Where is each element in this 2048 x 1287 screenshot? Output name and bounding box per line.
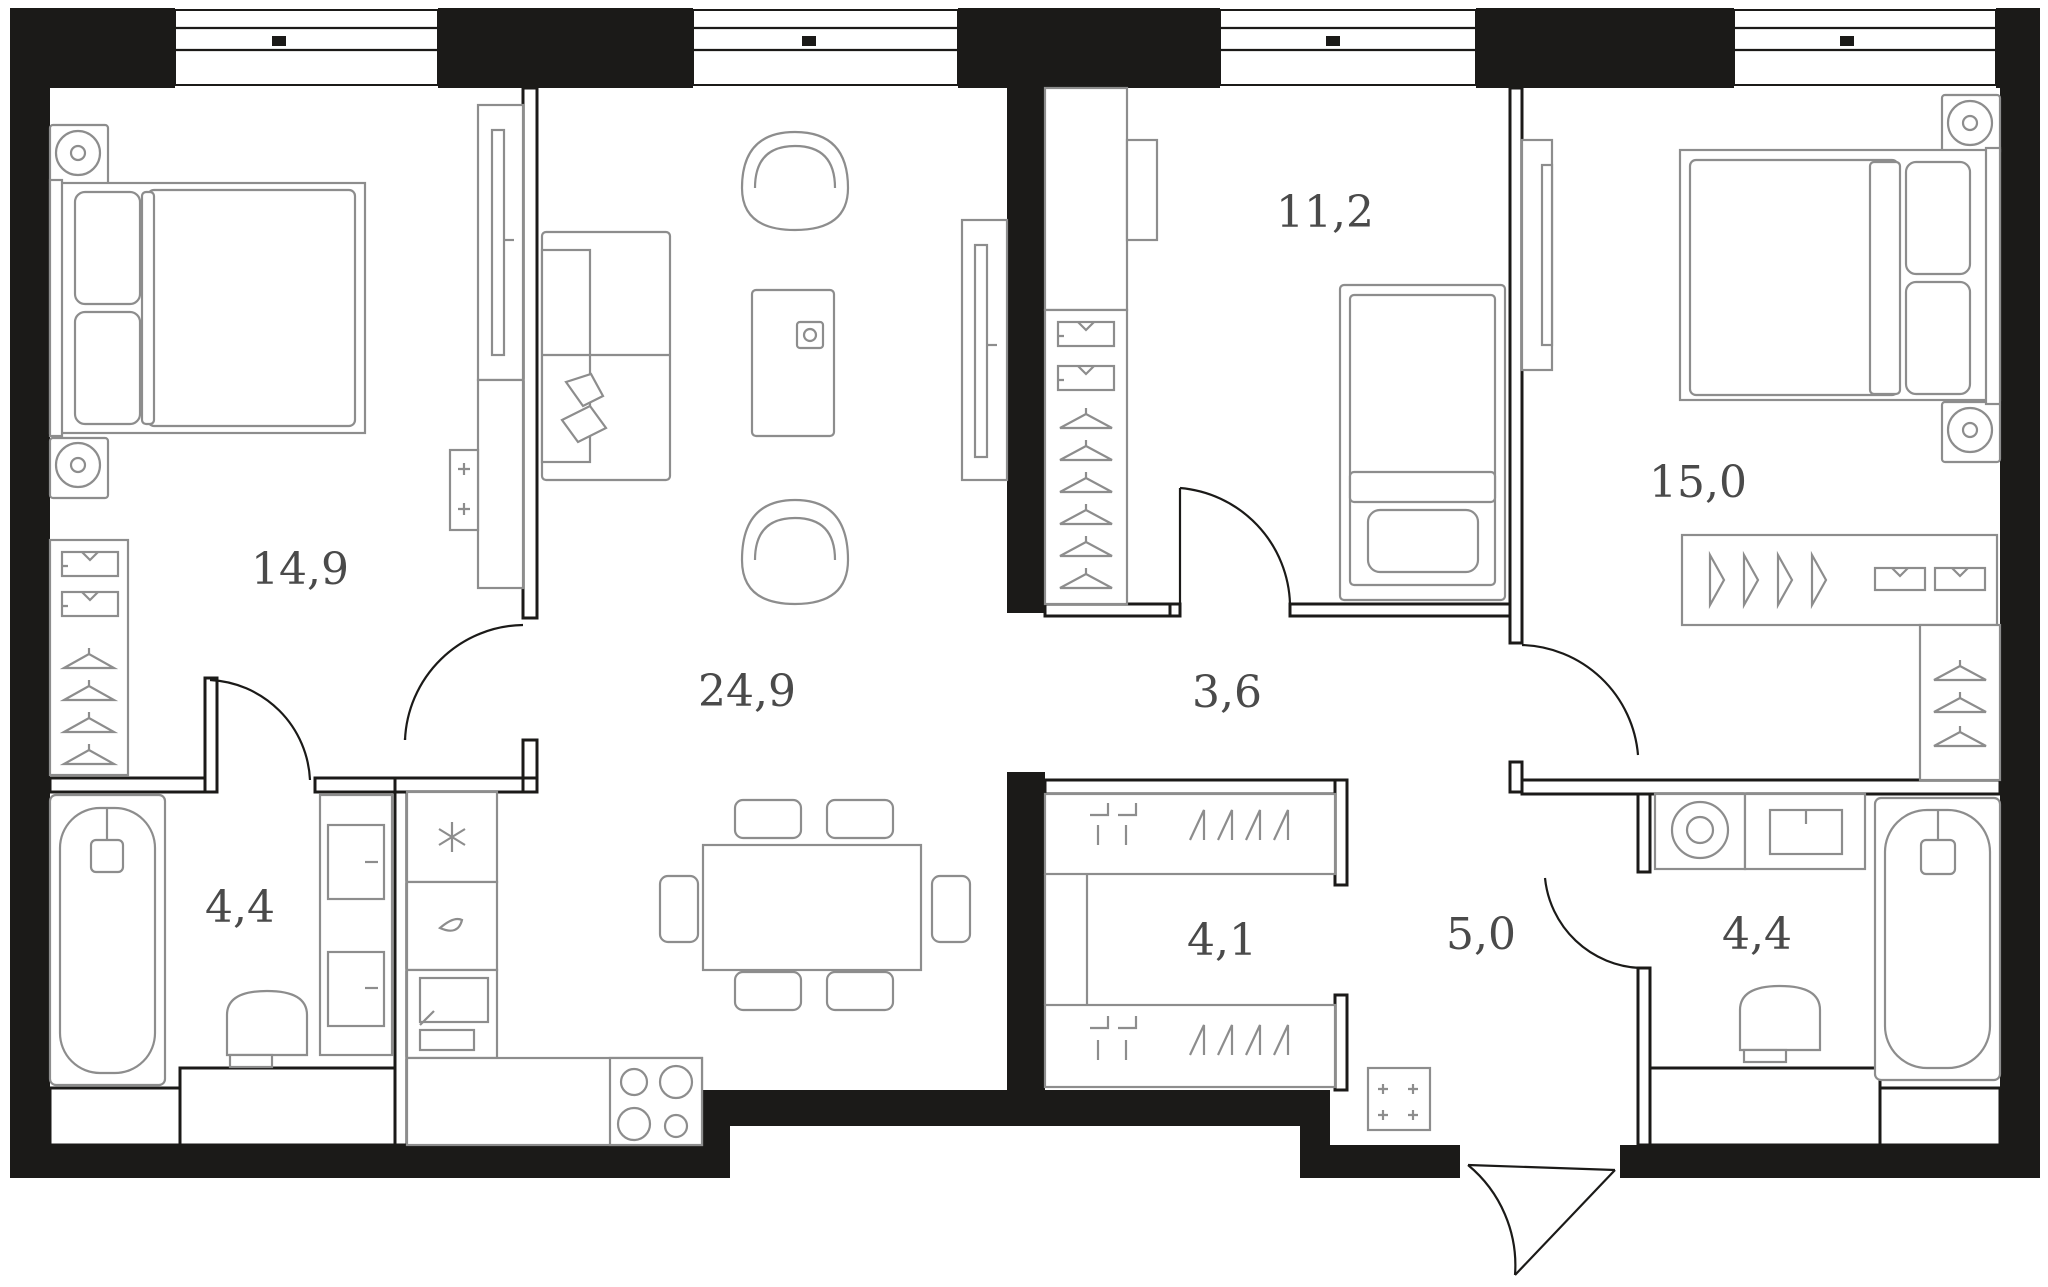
- kitchen: [405, 790, 704, 1147]
- door-living: [403, 623, 524, 741]
- door-bedroom-small: [1179, 486, 1292, 605]
- bedroom-small-furniture: [1043, 86, 1507, 606]
- bathroom-right-fixtures: [1653, 792, 2002, 1082]
- area-label-living-kitchen: 24,9: [698, 666, 796, 717]
- bedroom-right-furniture: [1520, 93, 2002, 782]
- door-entrance: [1467, 1164, 1517, 1276]
- bathroom-left-fixtures: [48, 793, 394, 1087]
- hall-panel: [1366, 1066, 1432, 1132]
- door-bath-right: [1543, 877, 1641, 970]
- outer-walls: [10, 8, 2040, 1178]
- area-label-bedroom-left: 14,9: [251, 544, 349, 595]
- area-labels: 14,9 24,9 11,2 15,0 3,6 4,4 4,1 5,0 4,4: [205, 187, 1792, 966]
- door-bedroom-right: [1521, 643, 1640, 756]
- door-bath-left: [209, 678, 312, 781]
- bedroom-left-furniture: [48, 103, 525, 777]
- doors: [209, 486, 1641, 1276]
- area-label-wardrobe: 4,1: [1187, 915, 1257, 966]
- wardrobe-fixtures: [1043, 792, 1337, 1089]
- area-label-bedroom-right: 15,0: [1649, 457, 1747, 508]
- living-furniture: [540, 130, 1009, 1012]
- area-label-bathroom-right: 4,4: [1722, 909, 1792, 960]
- area-label-bedroom-small: 11,2: [1276, 187, 1374, 238]
- windows: [174, 9, 1997, 86]
- area-label-hall: 5,0: [1446, 909, 1516, 960]
- area-label-bathroom-left: 4,4: [205, 882, 275, 933]
- area-label-corridor: 3,6: [1192, 667, 1262, 718]
